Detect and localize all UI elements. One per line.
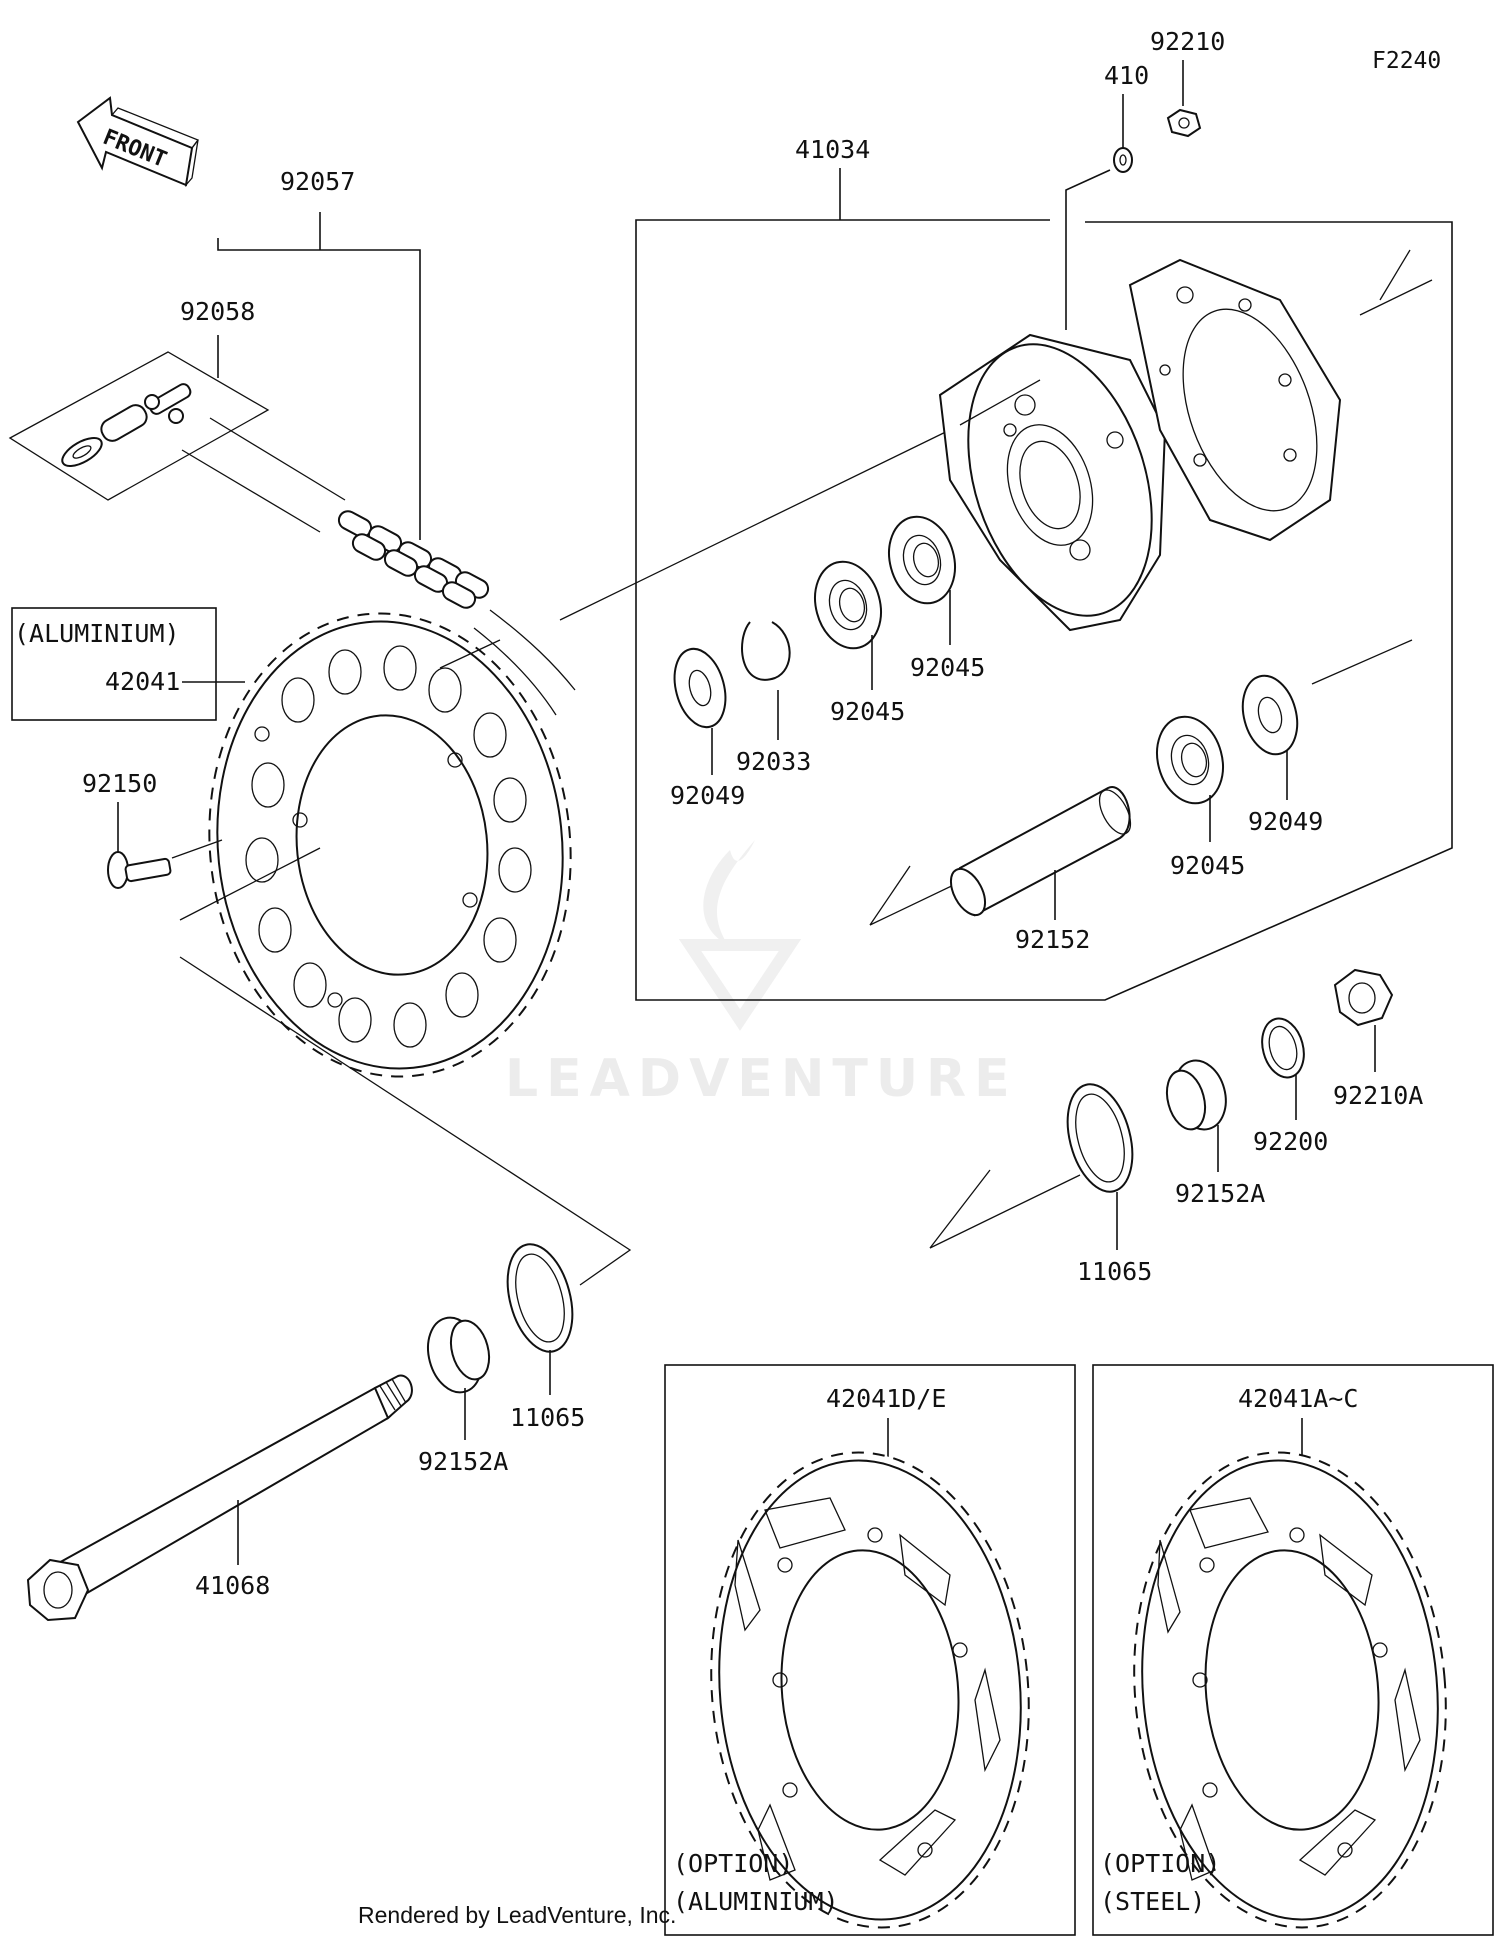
label-92152: 92152 [1015,925,1090,954]
label-11065-left: 11065 [510,1403,585,1432]
chain-links [337,510,490,609]
label-42041DE: 42041D/E [826,1384,946,1413]
label-92045-a: 92045 [830,697,905,726]
collar-92152A-left [427,1316,491,1394]
label-42041: 42041 [105,667,180,696]
seal-11065-right [1066,1083,1134,1193]
label-92058: 92058 [180,297,255,326]
label-92045-b: 92045 [910,653,985,682]
option-box-aluminium: 42041D/E (OPTION) (ALUMINIUM) [664,1364,1076,1936]
label-41068: 41068 [195,1571,270,1600]
bearing-92045-a [814,560,882,650]
label-92150: 92150 [82,769,157,798]
label-92049-left: 92049 [670,781,745,810]
oil-seal-92049-left [673,647,727,729]
label-92152A-left: 92152A [418,1447,508,1476]
left-axle-parts: 92152A 11065 41068 [26,956,632,1622]
label-11065-right: 11065 [1077,1257,1152,1286]
option2-cutouts [1157,1497,1421,1881]
aluminium-note-box [11,607,217,721]
nut-92210A [1333,968,1394,1027]
washer-92200 [1261,1017,1305,1079]
footer-credit: Rendered by LeadVenture, Inc. [358,1902,677,1928]
option1-line1: (OPTION) [673,1849,793,1878]
washer-410 [1113,147,1133,173]
label-92045-c: 92045 [1170,851,1245,880]
bearing-92045-b [888,515,956,605]
label-92057: 92057 [280,167,355,196]
option-box-steel: 42041A~C (OPTION) (STEEL) [1092,1364,1494,1936]
axle-41068 [26,1374,413,1622]
seal-11065-left [506,1243,574,1353]
rear-hub [938,258,1342,632]
master-link-pins [144,383,192,424]
watermark-v-icon [678,939,802,1031]
master-link-clip [61,437,103,467]
master-link-plate [100,404,148,442]
option2-line2: (STEEL) [1100,1887,1205,1916]
oil-seal-92049-right [1241,674,1299,756]
hub-spoke-holes [1003,286,1297,561]
sprocket-42041: (ALUMINIUM) 42041 [11,607,572,1078]
bearing-92045-c [1156,715,1224,805]
nut-92210 [1166,108,1202,138]
sprocket-lightening-holes [245,645,532,1048]
label-92049-right: 92049 [1248,807,1323,836]
collar-92152 [949,786,1132,917]
label-92210A: 92210A [1333,1081,1423,1110]
diagram-code: F2240 [1372,48,1441,74]
hub-assembly-41034: 41034 [559,27,1453,1001]
watermark-text: LEADVENTURE [505,1049,1018,1109]
label-92200: 92200 [1253,1127,1328,1156]
front-arrow-icon: FRONT [76,96,200,188]
chain-group: 92057 92058 [8,167,576,741]
bolt-92150: 92150 [82,769,223,889]
option2-line1: (OPTION) [1100,1849,1220,1878]
label-92152A-right: 92152A [1175,1179,1265,1208]
label-92033: 92033 [736,747,811,776]
option1-cutouts [734,1497,1001,1881]
option1-line2: (ALUMINIUM) [673,1887,839,1916]
right-axle-parts: 11065 92152A 92200 92210A [929,968,1423,1286]
watermark-flame-icon [703,840,755,945]
watermark: LEADVENTURE [505,840,1018,1109]
label-42041AC: 42041A~C [1238,1384,1358,1413]
collar-92152A-right [1165,1059,1227,1131]
label-92210: 92210 [1150,27,1225,56]
hub-box-outline [635,219,1453,1001]
circlip-92033 [741,621,791,681]
aluminium-note: (ALUMINIUM) [14,619,180,648]
label-41034: 41034 [795,135,870,164]
label-410: 410 [1104,61,1149,90]
